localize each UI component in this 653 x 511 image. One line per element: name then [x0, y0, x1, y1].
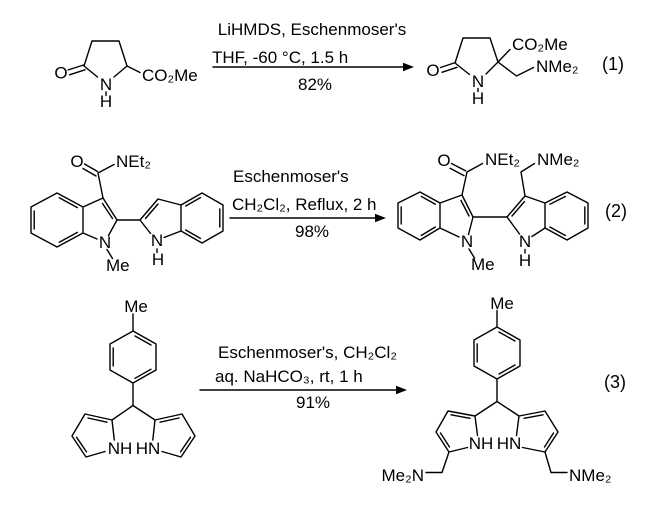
reaction-2: O NEt₂ N Me N H Eschenmoser's CH₂Cl₂, Re…	[30, 150, 627, 275]
r3-conditions-line-2: aq. NaHCO₃, rt, 1 h	[215, 367, 363, 386]
r1-reaction-arrow	[212, 62, 414, 72]
r2-product-amide-label: NEt₂	[485, 150, 520, 169]
r1-product-ester-label: CO₂Me	[512, 35, 568, 54]
r2-equation-number: (2)	[605, 201, 627, 221]
r3-product-amine-right-label: NMe₂	[569, 466, 612, 485]
r2-arrowhead-icon	[375, 213, 386, 223]
r2-product-n1-label: N	[461, 232, 473, 251]
r1-product-nh-hydrogen-label: H	[472, 89, 484, 108]
r1-reactant-structure: O N H CO₂Me	[54, 40, 198, 111]
r3-reaction-arrow	[199, 385, 407, 395]
r2-reactant-amide-label: NEt₂	[116, 152, 151, 171]
r2-reactant-oxygen-label: O	[70, 152, 83, 171]
r3-product-tolyl-methyl-label: Me	[490, 294, 514, 313]
r2-product-n2-label: N	[519, 232, 531, 251]
r3-reactant-nh-right-label: HN	[136, 439, 161, 458]
r2-product-amine-label: NMe₂	[537, 150, 580, 169]
r2-reactant-n2-label: N	[151, 231, 163, 250]
r1-equation-number: (1)	[602, 54, 624, 74]
r2-reactant-structure: O NEt₂ N Me N H	[30, 152, 224, 275]
r2-product-structure: O NEt₂ NMe₂ N Me N H	[397, 150, 589, 274]
r2-product-nmethyl-label: Me	[471, 255, 495, 274]
r3-product-nh-right-label: HN	[497, 434, 522, 453]
reaction-1: O N H CO₂Me LiHMDS, Eschenmoser's THF, -…	[54, 20, 624, 111]
r3-conditions-line-1: Eschenmoser's, CH₂Cl₂	[218, 343, 397, 362]
r1-reactant-ester-label: CO₂Me	[142, 66, 198, 85]
r3-arrowhead-icon	[396, 385, 407, 395]
r1-conditions-line-2: THF, -60 °C, 1.5 h	[212, 48, 348, 67]
r3-product-amine-left-label: Me₂N	[382, 466, 425, 485]
r3-reactant-structure: Me NH HN	[71, 297, 196, 458]
r2-conditions-line-2: CH₂Cl₂, Reflux, 2 h	[232, 195, 377, 214]
r3-product-structure: Me NH HN Me₂N NMe₂	[382, 294, 612, 485]
r2-reactant-n1-label: N	[99, 233, 111, 252]
r1-arrowhead-icon	[403, 62, 414, 72]
r2-reactant-nh-hydrogen-label: H	[152, 250, 164, 269]
r2-conditions-line-1: Eschenmoser's	[233, 167, 349, 186]
r1-yield: 82%	[298, 75, 332, 94]
r3-reactant-tolyl-methyl-label: Me	[124, 297, 148, 316]
r1-conditions-line-1: LiHMDS, Eschenmoser's	[218, 20, 406, 39]
r3-equation-number: (3)	[604, 372, 626, 392]
reaction-3: Me NH HN Eschenmoser's, CH₂Cl₂ aq. NaHCO…	[71, 294, 626, 485]
r1-product-amine-label: NMe₂	[536, 57, 579, 76]
r2-reactant-nmethyl-label: Me	[106, 256, 130, 275]
r3-yield: 91%	[296, 393, 330, 412]
r1-reactant-nh-hydrogen-label: H	[100, 92, 112, 111]
r3-product-nh-left-label: NH	[469, 434, 494, 453]
r2-product-nh-hydrogen-label: H	[519, 251, 531, 270]
r1-reactant-nitrogen-label: N	[100, 75, 112, 94]
r1-reactant-oxygen-label: O	[54, 64, 67, 83]
r2-product-oxygen-label: O	[437, 151, 450, 170]
r3-reactant-nh-left-label: NH	[108, 439, 133, 458]
r1-product-nitrogen-label: N	[472, 72, 484, 91]
r1-product-structure: O N H CO₂Me NMe₂	[426, 35, 578, 108]
r1-product-oxygen-label: O	[426, 61, 439, 80]
r2-reaction-arrow	[229, 213, 386, 223]
r2-yield: 98%	[295, 222, 329, 241]
